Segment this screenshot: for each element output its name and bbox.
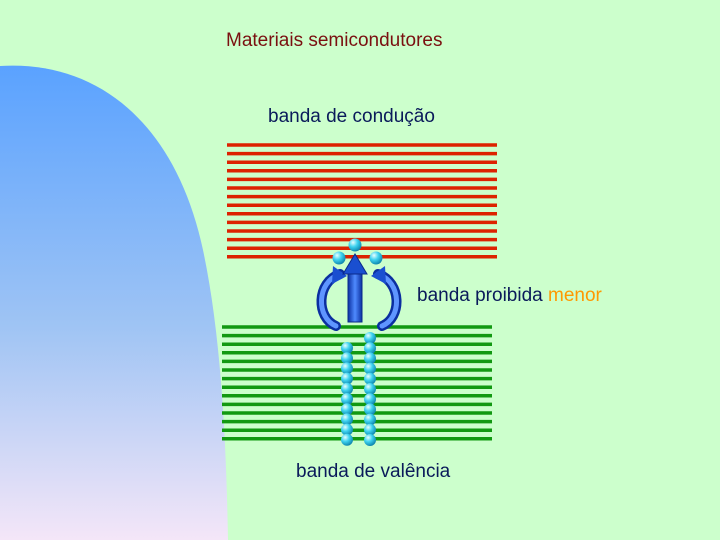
electron-sphere-icon: [341, 382, 353, 395]
electron-sphere-icon: [364, 413, 376, 426]
electron-sphere-icon: [341, 352, 353, 365]
electron-sphere-icon: [341, 342, 353, 354]
curved-arrow-right-icon: [371, 266, 402, 331]
up-arrow-icon: [342, 253, 368, 323]
background-swoosh: [0, 65, 228, 540]
forbidden-band-label: banda proibida menor: [417, 285, 602, 307]
electron-sphere-icon: [341, 362, 353, 375]
electron-sphere-icon: [364, 403, 376, 416]
conduction-band-label: banda de condução: [268, 106, 435, 127]
electron-sphere-icon: [364, 352, 376, 365]
diagram-title: Materiais semicondutores: [226, 30, 443, 51]
electron-sphere-icon: [364, 383, 376, 395]
forbidden-band-text: banda proibida: [417, 285, 543, 306]
electron-sphere-icon: [364, 332, 376, 344]
curved-arrow-left-icon: [316, 266, 347, 331]
electron-sphere-icon: [341, 433, 353, 446]
valence-band-label: banda de valência: [296, 461, 451, 482]
forbidden-band-qualifier: menor: [548, 285, 602, 306]
electron-sphere-icon: [341, 423, 353, 436]
electron-sphere-icon: [364, 362, 376, 375]
electron-sphere-icon: [364, 342, 376, 355]
electron-sphere-icon: [341, 372, 353, 385]
electron-sphere-icon: [341, 413, 353, 426]
electron-sphere-icon: [332, 251, 346, 265]
electron-sphere-icon: [364, 423, 376, 436]
electron-sphere-icon: [341, 403, 353, 416]
conduction-band-lines: [227, 143, 497, 259]
electron-spheres: [332, 238, 383, 446]
valence-band-lines: [222, 325, 492, 441]
electron-sphere-icon: [364, 372, 376, 385]
electron-sphere-icon: [341, 393, 353, 405]
electron-sphere-icon: [364, 393, 376, 406]
electron-sphere-icon: [369, 251, 383, 265]
electron-sphere-icon: [348, 238, 362, 252]
electron-sphere-icon: [364, 434, 376, 446]
